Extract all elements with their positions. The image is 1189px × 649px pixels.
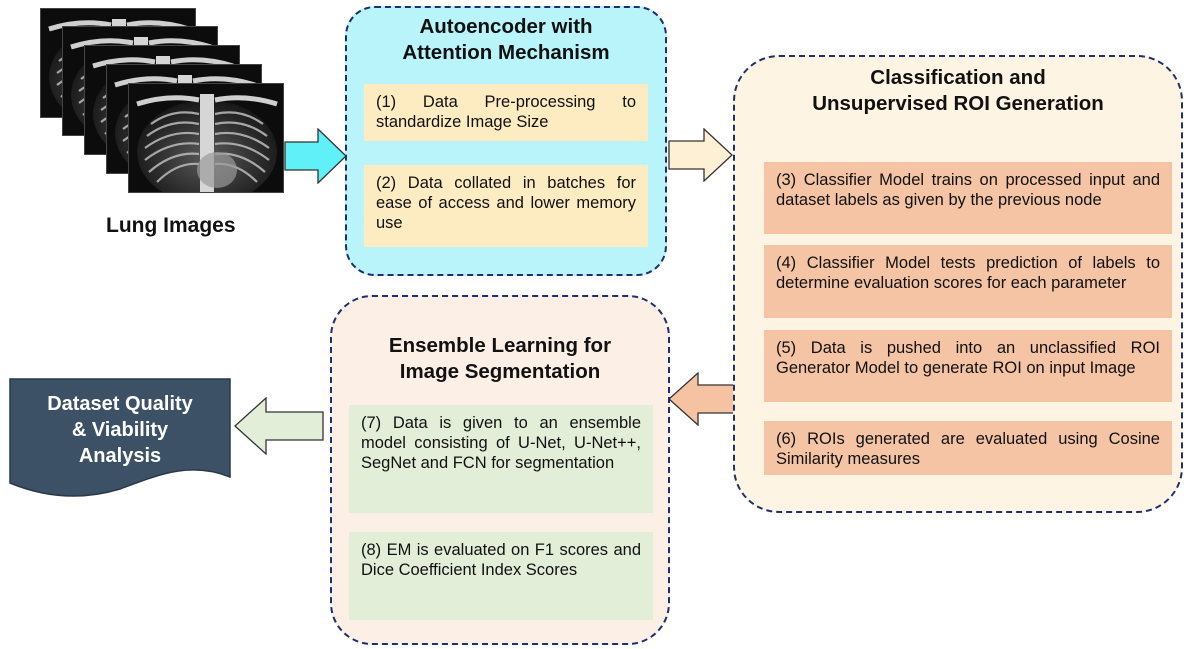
step-6: (6) ROIs generated are evaluated using C… — [764, 421, 1172, 475]
lung-images-caption: Lung Images — [106, 214, 236, 237]
ensemble-panel: Ensemble Learning for Image Segmentation… — [330, 295, 670, 645]
output-line1: Dataset Quality — [47, 393, 193, 415]
arrow-input-to-autoencoder — [284, 128, 347, 184]
xray-image — [128, 83, 284, 193]
arrow-ensemble-to-output — [234, 397, 324, 455]
output-line3: Analysis — [79, 445, 161, 467]
ensemble-title: Ensemble Learning for Image Segmentation — [388, 334, 612, 383]
step-1: (1) Data Pre-processing to standardize I… — [364, 84, 648, 141]
output-line2: & Viability — [72, 419, 169, 441]
step-7: (7) Data is given to an ensemble model c… — [349, 405, 653, 513]
step-3: (3) Classifier Model trains on processed… — [764, 162, 1172, 234]
step-2: (2) Data collated in batches for ease of… — [364, 165, 648, 247]
step-4: (4) Classifier Model tests prediction of… — [764, 245, 1172, 318]
arrow-autoencoder-to-classification — [668, 128, 733, 182]
classification-title: Classification and Unsupervised ROI Gene… — [812, 66, 1104, 115]
classification-panel: Classification and Unsupervised ROI Gene… — [733, 55, 1183, 513]
arrow-classification-to-ensemble — [668, 372, 736, 426]
output-document: Dataset Quality & Viability Analysis — [9, 378, 231, 497]
step-8: (8) EM is evaluated on F1 scores and Dic… — [349, 532, 653, 620]
autoencoder-panel: Autoencoder with Attention Mechanism (1)… — [345, 6, 667, 276]
step-5: (5) Data is pushed into an unclassified … — [764, 330, 1172, 402]
autoencoder-title: Autoencoder with Attention Mechanism — [402, 15, 610, 64]
